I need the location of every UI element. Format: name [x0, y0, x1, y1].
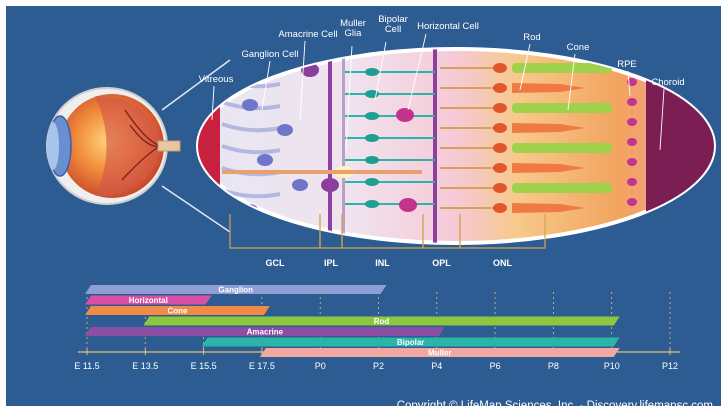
bipolar-process: [345, 115, 435, 117]
eyeball-illustration: [47, 88, 180, 204]
development-timeline: E 11.5 E 13.5 E 15.5 E 17.5 P0 P2 P4 P6 P8 P10 P12…: [74, 285, 680, 371]
photoreceptor-nucleus: [493, 123, 507, 133]
bipolar-process: [345, 71, 435, 73]
vitreous-band: [198, 40, 220, 260]
photoreceptor-axon: [440, 167, 500, 169]
label-line: Cell: [385, 24, 401, 35]
bipolar-cell-body: [365, 156, 379, 164]
bar-label-muller: Muller: [428, 349, 452, 358]
label-muller-glia: MullerGlia: [340, 18, 366, 39]
layer-label-onl: ONL: [493, 258, 513, 268]
layer-label-opl: OPL: [432, 258, 451, 268]
layer-label-gcl: GCL: [266, 258, 286, 268]
bar-label-ganglion: Ganglion: [218, 286, 253, 295]
tick-label: P0: [315, 361, 326, 371]
photoreceptor-axon: [440, 107, 500, 109]
photoreceptor-nucleus: [493, 183, 507, 193]
plexiform-line: [328, 45, 332, 245]
tick-label: P4: [431, 361, 442, 371]
bipolar-cell-body: [365, 178, 379, 186]
photoreceptor-nucleus: [493, 143, 507, 153]
tick-label: P10: [604, 361, 620, 371]
rpe-cell: [627, 138, 637, 146]
rpe-cell: [627, 198, 637, 206]
ganglion-cell-body: [292, 179, 308, 191]
bipolar-process: [345, 159, 435, 161]
photoreceptor-nucleus: [493, 83, 507, 93]
horizontal-cell-body: [396, 108, 414, 122]
tick-label: E 13.5: [132, 361, 158, 371]
label-horizontal-cell: Horizontal Cell: [417, 21, 479, 32]
label-rpe: RPE: [617, 59, 637, 70]
photoreceptor-axon: [440, 67, 500, 69]
bar-label-rod: Rod: [374, 317, 390, 326]
label-amacrine-cell: Amacrine Cell: [278, 29, 337, 40]
plexiform-line: [433, 45, 437, 245]
bipolar-process: [345, 137, 435, 139]
ganglion-cell-body: [257, 154, 273, 166]
bar-label-amacrine: Amacrine: [247, 328, 284, 337]
rod-outer-segment: [512, 143, 612, 153]
bipolar-cell-body: [365, 112, 379, 120]
bar-label-bipolar: Bipolar: [397, 338, 425, 347]
photoreceptor-axon: [440, 187, 500, 189]
photoreceptor-axon: [440, 87, 500, 89]
tick-label: E 15.5: [191, 361, 217, 371]
copyright-text: Copyright © LifeMap Sciences, Inc. - Dis…: [397, 400, 713, 412]
bipolar-process: [345, 93, 435, 95]
rod-outer-segment: [512, 183, 612, 193]
photoreceptor-nucleus: [493, 163, 507, 173]
ganglion-cell-body: [277, 124, 293, 136]
bipolar-cell-body: [365, 200, 379, 208]
bar-label-cone: Cone: [167, 307, 188, 316]
photoreceptor-nucleus: [493, 203, 507, 213]
photoreceptor-axon: [440, 147, 500, 149]
horizontal-cell-body: [399, 198, 417, 212]
tick-label: P12: [662, 361, 678, 371]
bipolar-cell-body: [365, 134, 379, 142]
tick-label: E 11.5: [74, 361, 99, 371]
tick-label: P8: [548, 361, 559, 371]
tick-label: P6: [490, 361, 501, 371]
label-cone: Cone: [567, 42, 590, 53]
label-ganglion-cell: Ganglion Cell: [241, 49, 298, 60]
rpe-cell: [627, 158, 637, 166]
label-rod: Rod: [523, 32, 540, 43]
bipolar-process: [345, 203, 435, 205]
bar-label-horizontal: Horizontal: [129, 296, 168, 305]
retina-cross-section: [198, 40, 726, 260]
layer-label-ipl: IPL: [324, 258, 339, 268]
label-line: Glia: [345, 28, 363, 39]
layer-label-inl: INL: [375, 258, 390, 268]
rpe-cell: [627, 118, 637, 126]
rpe-cell: [627, 178, 637, 186]
rod-outer-segment: [512, 103, 612, 113]
photoreceptor-nucleus: [493, 103, 507, 113]
tick-label: P2: [373, 361, 384, 371]
tick-label: E 17.5: [249, 361, 275, 371]
photoreceptor-axon: [440, 207, 500, 209]
ganglion-cell-body: [242, 99, 258, 111]
label-choroid: Choroid: [651, 77, 684, 88]
label-vitreous: Vitreous: [199, 74, 234, 85]
bipolar-cell-body: [365, 68, 379, 76]
photoreceptor-nucleus: [493, 63, 507, 73]
photoreceptor-axon: [440, 127, 500, 129]
bipolar-process: [345, 181, 435, 183]
label-bipolar-cell: BipolarCell: [378, 14, 408, 35]
rpe-cell: [627, 98, 637, 106]
horizontal-process: [222, 170, 422, 174]
